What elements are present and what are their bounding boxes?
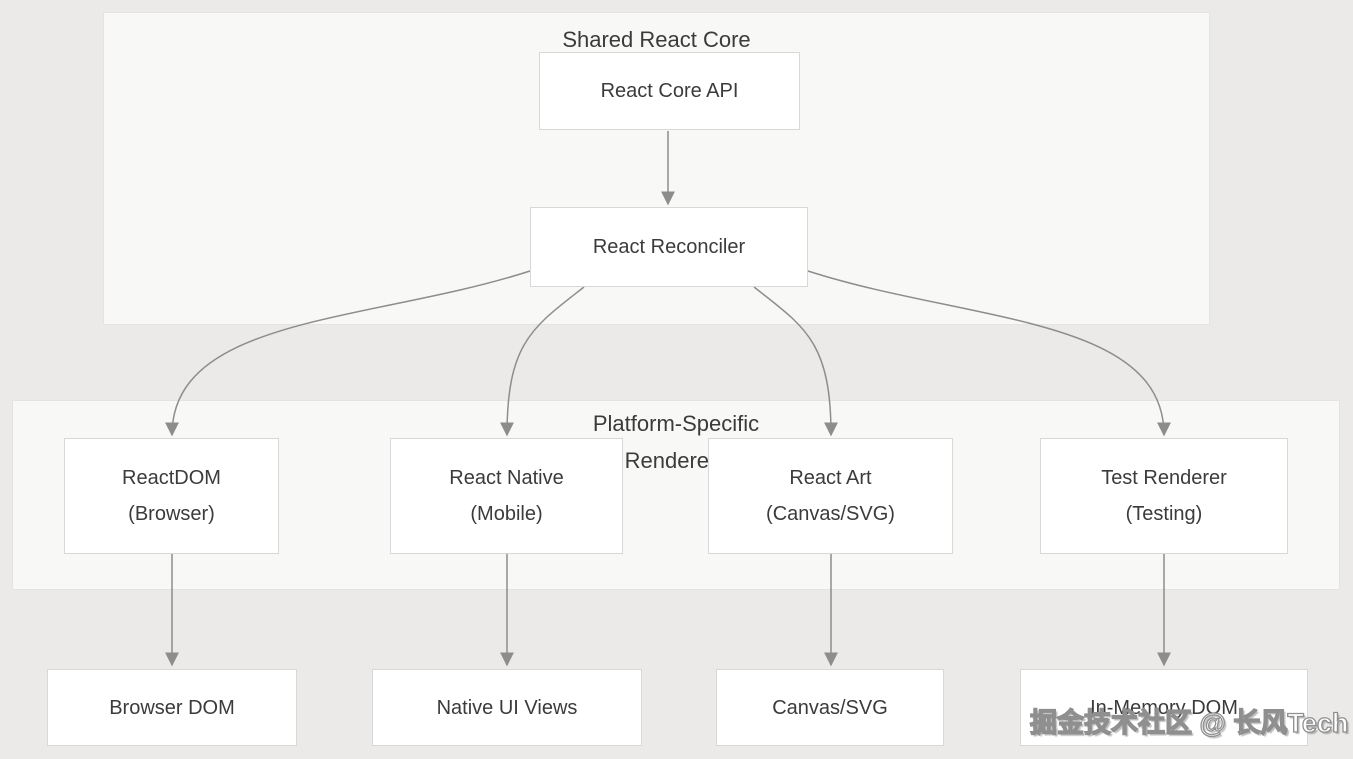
node-label: Browser DOM: [109, 696, 235, 719]
node-label: React Reconciler: [592, 236, 746, 258]
node-react-core-api: React Core API: [539, 52, 800, 130]
node-label: React Core API: [600, 80, 739, 102]
node-canvas-svg: Canvas/SVG: [716, 669, 944, 746]
node-sublabel: (Testing): [1125, 503, 1203, 525]
node-sublabel: (Canvas/SVG): [766, 503, 895, 525]
node-label: Native UI Views: [436, 696, 578, 719]
node-label: React Native: [449, 467, 564, 489]
node-react-native: React Native (Mobile): [390, 438, 623, 554]
node-react-art: React Art (Canvas/SVG): [708, 438, 953, 554]
node-react-reconciler: React Reconciler: [530, 207, 808, 287]
group-title-shared-react-core: Shared React Core: [562, 27, 751, 52]
node-in-memory-dom: In-Memory DOM: [1020, 669, 1308, 746]
node-label: ReactDOM: [122, 467, 221, 489]
node-label: Canvas/SVG: [772, 696, 888, 719]
node-sublabel: (Mobile): [470, 503, 543, 525]
node-label: In-Memory DOM: [1090, 696, 1238, 719]
node-label: Test Renderer: [1101, 467, 1227, 489]
node-react-dom: ReactDOM (Browser): [64, 438, 279, 554]
node-test-renderer: Test Renderer (Testing): [1040, 438, 1288, 554]
node-native-ui-views: Native UI Views: [372, 669, 642, 746]
node-sublabel: (Browser): [128, 503, 215, 525]
node-browser-dom: Browser DOM: [47, 669, 297, 746]
node-label: React Art: [789, 467, 872, 489]
